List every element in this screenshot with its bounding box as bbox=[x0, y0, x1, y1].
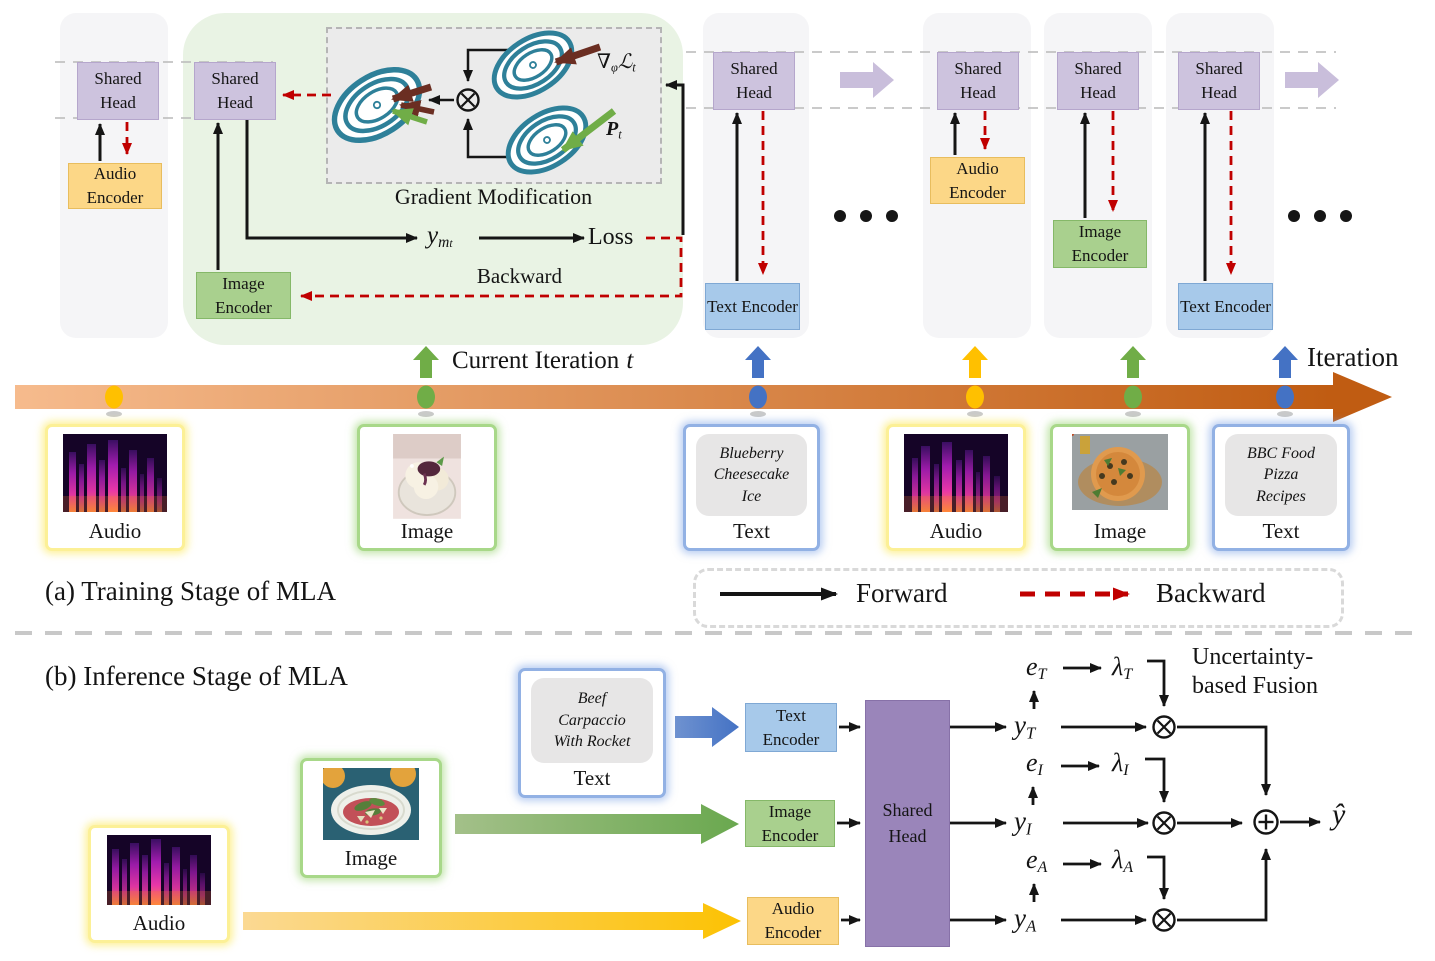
evidence-symbol-text: eT bbox=[1026, 652, 1047, 683]
shared-head-box: Shared Head bbox=[1178, 52, 1260, 110]
contour-plot-gradient bbox=[491, 30, 575, 100]
inference-wiring bbox=[837, 659, 1321, 925]
sample-card-image: Image bbox=[300, 758, 442, 878]
timeline-dot-audio bbox=[966, 385, 984, 409]
prediction-symbol: ymt bbox=[427, 222, 453, 251]
sample-label: Text bbox=[1262, 518, 1300, 543]
timeline-dot-image bbox=[1124, 385, 1142, 409]
gradient-symbol: ∇φℒt bbox=[597, 51, 636, 75]
evidence-symbol-image: eI bbox=[1026, 748, 1043, 779]
sample-text-chip: Beef Carpaccio With Rocket bbox=[531, 678, 653, 763]
image-encoder-box: Image Encoder bbox=[745, 800, 835, 847]
shared-head-box: Shared Head bbox=[77, 62, 159, 120]
sample-text-chip: Blueberry Cheesecake Ice bbox=[696, 434, 807, 516]
sample-label: Image bbox=[400, 518, 454, 543]
ice-cream-photo bbox=[393, 434, 461, 519]
sample-card-text: BBC Food Pizza Recipes Text bbox=[1212, 424, 1350, 551]
pizza-photo bbox=[1072, 434, 1168, 510]
sample-label: Image bbox=[344, 845, 398, 870]
prediction-output-symbol: ŷ bbox=[1332, 798, 1346, 831]
sample-card-audio: Audio bbox=[886, 424, 1026, 551]
audio-encoder-box: Audio Encoder bbox=[68, 163, 162, 209]
text-encoder-box: Text Encoder bbox=[745, 703, 837, 752]
carpaccio-photo bbox=[323, 768, 419, 840]
legend-box bbox=[693, 568, 1344, 628]
sample-label: Audio bbox=[929, 518, 983, 543]
gradient-modification-wiring bbox=[428, 48, 523, 159]
timeline-dots bbox=[105, 385, 1294, 417]
shared-head-box: Shared Head bbox=[194, 62, 276, 120]
inference-title: (b) Inference Stage of MLA bbox=[45, 661, 348, 691]
multiply-icon bbox=[1152, 715, 1176, 739]
timeline-arrow bbox=[15, 372, 1392, 422]
logit-symbol-text: yT bbox=[1014, 710, 1036, 743]
loss-label: Loss bbox=[588, 224, 634, 250]
timeline-dot-audio bbox=[105, 385, 123, 409]
text-encoder-box: Text Encoder bbox=[1178, 283, 1273, 330]
shared-head-box: Shared Head bbox=[713, 52, 795, 110]
next-iteration-arrows bbox=[840, 62, 1339, 98]
sample-label: Text bbox=[573, 765, 611, 790]
sample-label: Audio bbox=[132, 910, 186, 935]
text-flow-arrow bbox=[675, 707, 739, 747]
evidence-symbol-audio: eA bbox=[1026, 845, 1048, 876]
backward-label: Backward bbox=[476, 264, 563, 288]
contour-plot-prior bbox=[505, 105, 589, 175]
logit-symbol-image: yI bbox=[1014, 806, 1032, 839]
sample-text-chip: BBC Food Pizza Recipes bbox=[1225, 434, 1337, 516]
sample-card-image: Image bbox=[1050, 424, 1190, 551]
weight-symbol-image: λI bbox=[1112, 748, 1129, 779]
multiply-icon bbox=[1152, 908, 1176, 932]
shared-head-box: Shared Head bbox=[937, 52, 1019, 110]
logit-symbol-audio: yA bbox=[1014, 903, 1037, 936]
forward-arrows-training bbox=[95, 80, 1210, 281]
multiply-icon bbox=[456, 88, 480, 112]
ellipsis-dots bbox=[834, 210, 1352, 222]
weight-symbol-text: λT bbox=[1112, 652, 1133, 683]
fusion-title: Uncertainty-based Fusion bbox=[1192, 644, 1318, 699]
iteration-marker-arrows bbox=[413, 346, 1298, 378]
spectrogram-image bbox=[904, 434, 1008, 512]
timeline-dot-image bbox=[417, 385, 435, 409]
shared-head-box: Shared Head bbox=[1057, 52, 1139, 110]
gradient-vector-arrows bbox=[391, 43, 617, 153]
shared-head-box: Shared Head bbox=[865, 700, 950, 947]
timeline-dot-text bbox=[1276, 385, 1294, 409]
sample-label: Audio bbox=[88, 518, 142, 543]
sample-card-text: Beef Carpaccio With Rocket Text bbox=[518, 668, 666, 798]
audio-flow-arrow bbox=[243, 903, 741, 939]
spectrogram-image bbox=[63, 434, 167, 512]
image-flow-arrow bbox=[455, 804, 739, 844]
legend-forward-label: Forward bbox=[856, 578, 948, 608]
audio-encoder-box: Audio Encoder bbox=[930, 157, 1025, 204]
spectrogram-image bbox=[107, 835, 211, 905]
timeline-dot-text bbox=[749, 385, 767, 409]
sample-card-image: Image bbox=[357, 424, 497, 551]
iteration-label: Iteration bbox=[1307, 342, 1399, 372]
prior-symbol: Pt bbox=[606, 118, 622, 142]
modality-arrows-inference bbox=[243, 707, 741, 939]
multiply-icon bbox=[1152, 811, 1176, 835]
backward-arrows-training bbox=[122, 90, 1236, 301]
image-encoder-box: Image Encoder bbox=[196, 272, 291, 319]
text-encoder-box: Text Encoder bbox=[705, 283, 800, 330]
image-encoder-box: Image Encoder bbox=[1053, 220, 1147, 268]
audio-encoder-box: Audio Encoder bbox=[747, 897, 839, 945]
training-title: (a) Training Stage of MLA bbox=[45, 576, 336, 606]
contour-plot-modified bbox=[331, 66, 423, 144]
sample-card-text: Blueberry Cheesecake Ice Text bbox=[683, 424, 820, 551]
legend-backward-label: Backward bbox=[1156, 578, 1266, 608]
sample-card-audio: Audio bbox=[88, 825, 230, 943]
add-icon bbox=[1253, 809, 1279, 835]
gradient-modification-title: Gradient Modification bbox=[394, 184, 593, 209]
sample-card-audio: Audio bbox=[45, 424, 185, 551]
sample-label: Text bbox=[732, 518, 771, 543]
weight-symbol-audio: λA bbox=[1112, 845, 1134, 876]
sample-label: Image bbox=[1093, 518, 1147, 543]
